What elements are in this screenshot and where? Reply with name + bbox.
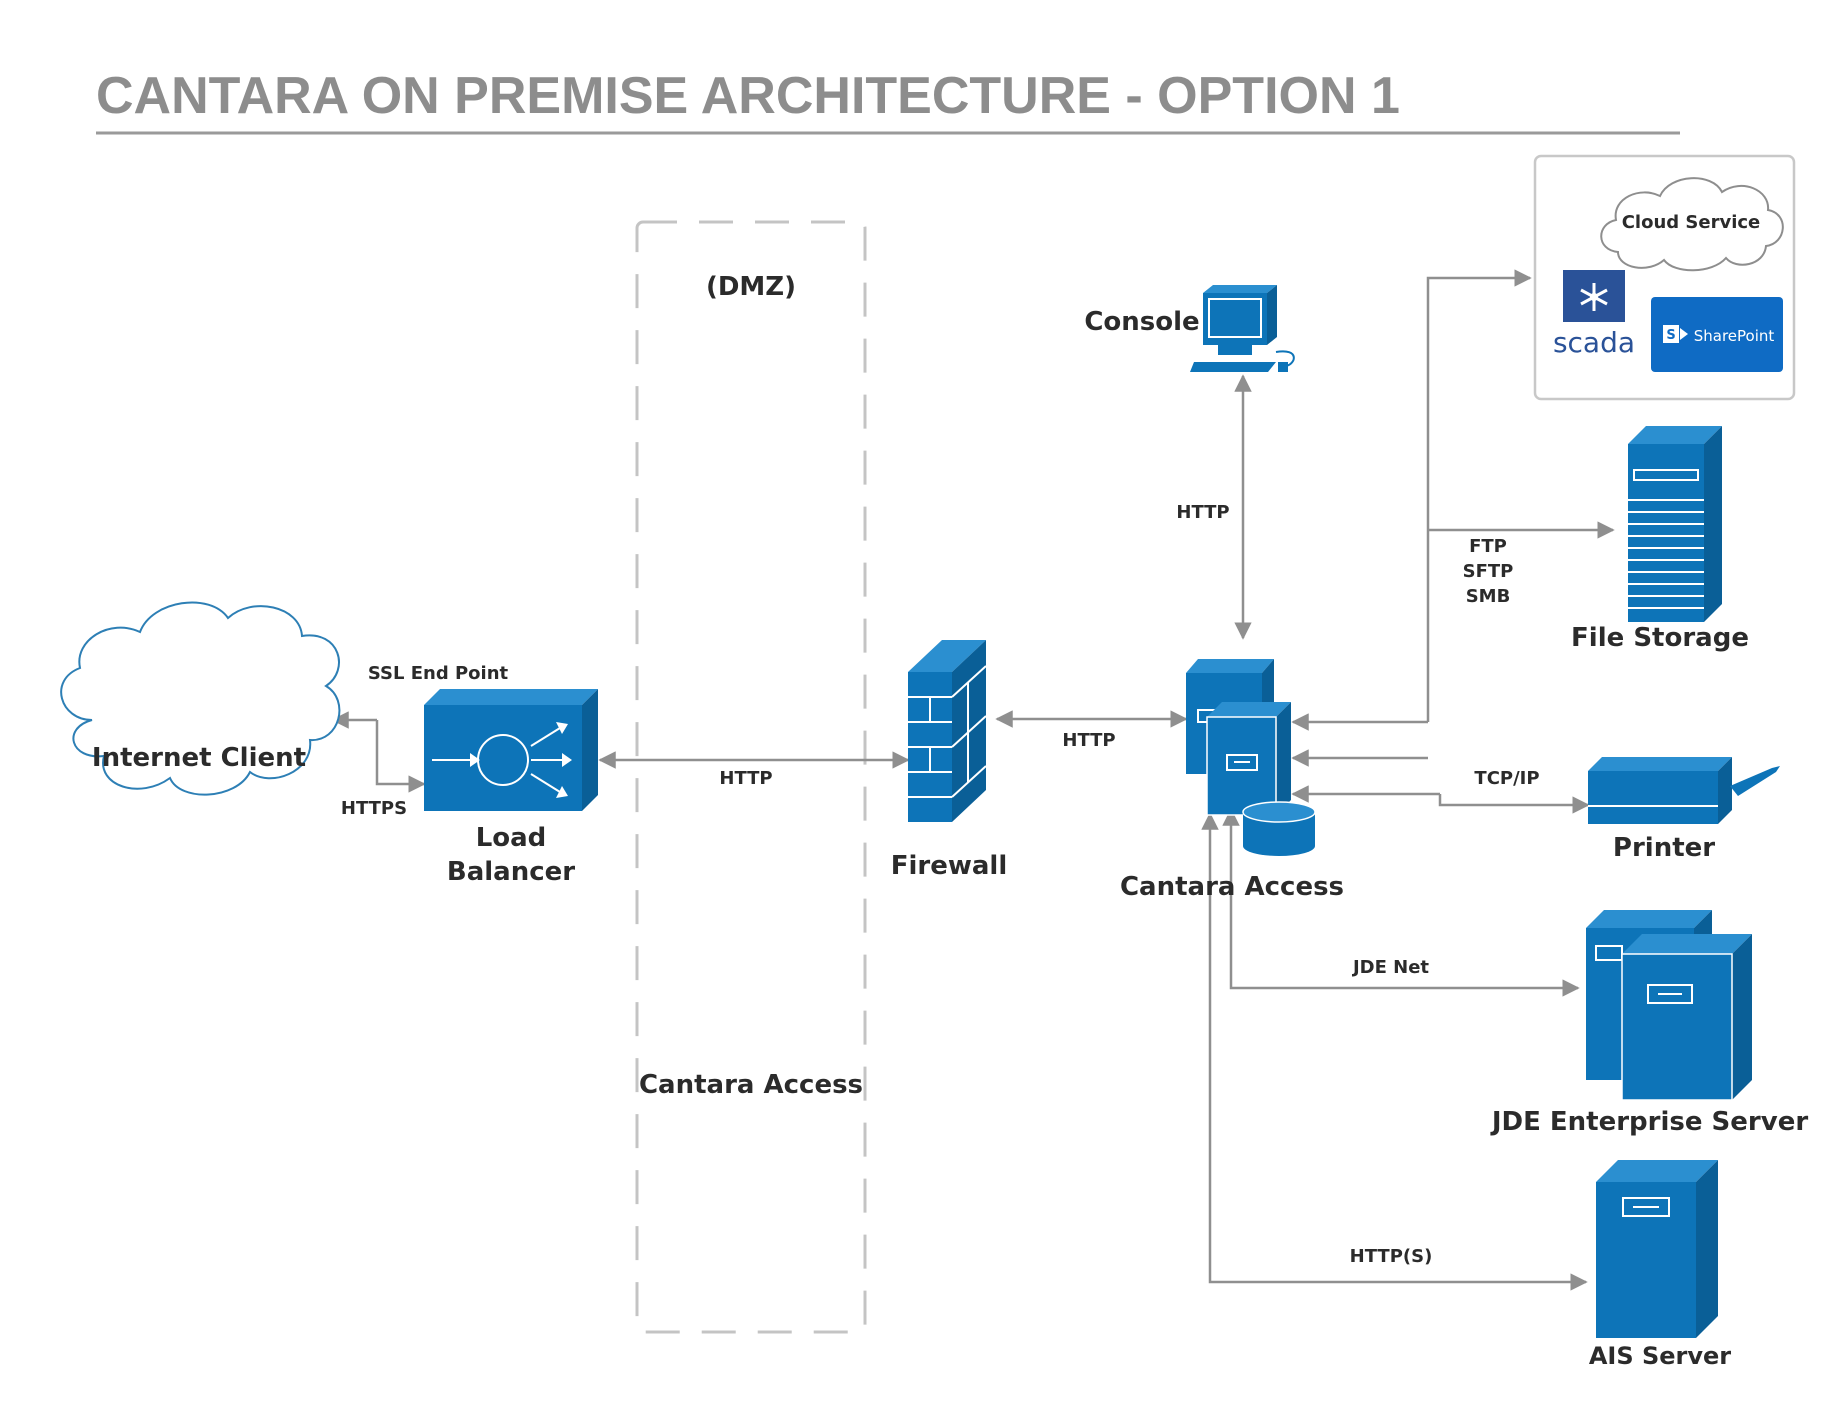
sharepoint-label: SharePoint — [1694, 327, 1775, 345]
edge-label-tcpip: TCP/IP — [1474, 768, 1539, 789]
ais-server-node: AIS Server — [1589, 1160, 1731, 1370]
edge-cantara-ais — [1201, 812, 1588, 1291]
edge-label-console: HTTP — [1176, 502, 1229, 523]
internet-client-label: Internet Client — [92, 743, 306, 773]
edge-to-cloud — [1426, 269, 1532, 722]
cloud-service-label: Cloud Service — [1622, 212, 1761, 233]
cantara-server-front-icon — [1206, 716, 1277, 816]
page-title: CANTARA ON PREMISE ARCHITECTURE - OPTION… — [96, 67, 1400, 125]
printer-node: Printer — [1588, 757, 1780, 863]
printer-icon — [1588, 771, 1718, 824]
database-icon — [1243, 812, 1315, 856]
edge-label-jde-net: JDE Net — [1351, 957, 1429, 978]
firewall-label: Firewall — [891, 851, 1008, 881]
load-balancer-label-1: Load — [476, 823, 547, 853]
dmz-label: (DMZ) — [706, 272, 796, 302]
jde-enterprise-server-node: JDE Enterprise Server — [1490, 910, 1808, 1137]
console-label: Console — [1084, 307, 1199, 337]
cantara-access-node: Cantara Access — [1120, 659, 1344, 902]
edge-label-sftp: SFTP — [1463, 561, 1514, 582]
ssl-end-point-label: SSL End Point — [368, 663, 509, 684]
edge-client-to-lb — [375, 720, 426, 793]
firewall-node: Firewall — [891, 640, 1008, 881]
dmz-inner-label: Cantara Access — [639, 1070, 863, 1100]
ais-server-label: AIS Server — [1589, 1342, 1731, 1370]
file-storage-icon — [1628, 444, 1704, 622]
edge-label-firewall-cantara: HTTP — [1062, 730, 1115, 751]
internet-client-node: Internet Client — [60, 601, 341, 796]
edge-label-lb-firewall: HTTP — [719, 768, 772, 789]
edge-label-https: HTTPS — [341, 798, 407, 819]
file-storage-node: File Storage — [1571, 426, 1749, 653]
edge-to-printer — [1438, 794, 1590, 814]
edge-label-ais: HTTP(S) — [1350, 1246, 1433, 1267]
console-node: Console — [1084, 285, 1295, 372]
file-storage-label: File Storage — [1571, 623, 1749, 653]
edge-label-ftp: FTP — [1469, 536, 1507, 557]
load-balancer-icon — [424, 705, 582, 811]
sharepoint-logo — [1651, 297, 1783, 372]
svg-text:S: S — [1666, 328, 1675, 343]
load-balancer-label-2: Balancer — [447, 857, 575, 887]
cloud-service-icon — [1600, 177, 1784, 272]
printer-label: Printer — [1613, 833, 1715, 863]
jde-enterprise-server-label: JDE Enterprise Server — [1490, 1107, 1808, 1137]
cantara-access-label: Cantara Access — [1120, 872, 1344, 902]
edge-label-smb: SMB — [1466, 586, 1511, 607]
scada-label: scada — [1553, 326, 1635, 359]
load-balancer-node: SSL End Point Load Balancer — [368, 663, 598, 887]
ais-server-icon — [1596, 1182, 1696, 1338]
sharepoint-icon — [1663, 325, 1679, 343]
cloud-service-panel: Cloud Service scada S SharePoint — [1533, 154, 1796, 401]
jde-server-front-icon — [1621, 953, 1733, 1101]
